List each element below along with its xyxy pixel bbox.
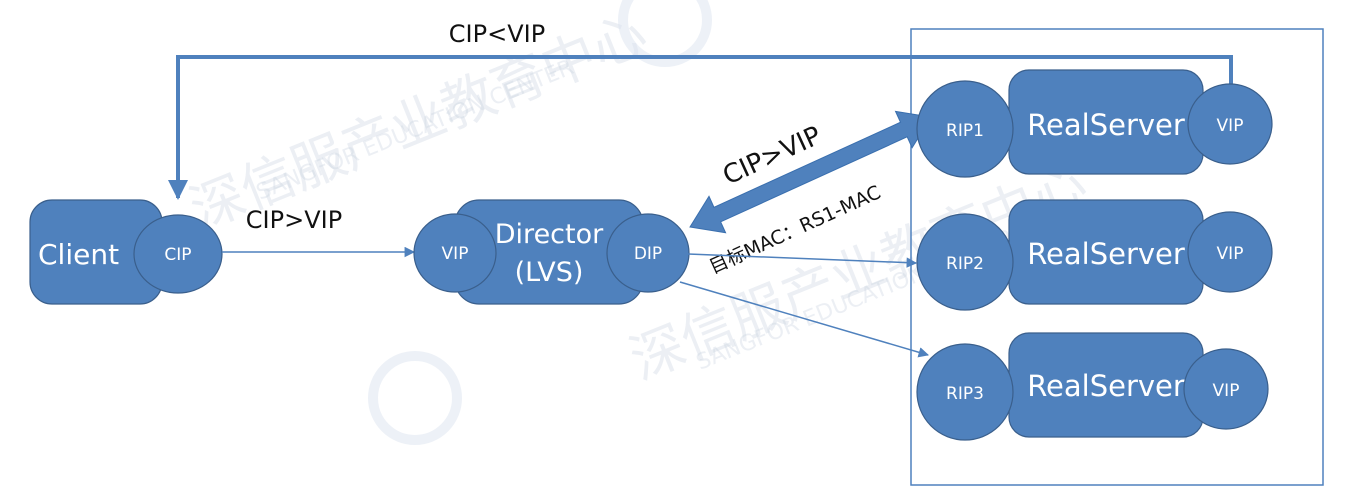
realserver-1-rip-label: RIP1 xyxy=(946,121,984,141)
realserver-2-vip-port[interactable] xyxy=(1187,211,1273,293)
realserver-2-rip-label: RIP2 xyxy=(946,254,984,274)
realserver-cluster-box xyxy=(910,28,1324,486)
director-vip-label: VIP xyxy=(442,244,469,264)
realserver-3-rip-port[interactable] xyxy=(916,343,1014,441)
director-to-rs2-arrow xyxy=(687,253,918,268)
realserver-2-vip-label: VIP xyxy=(1217,244,1244,264)
client-cip-port[interactable] xyxy=(133,214,223,294)
client-to-director-label: CIP>VIP xyxy=(246,206,342,234)
realserver-1-vip-label: VIP xyxy=(1217,116,1244,136)
director-vip-port[interactable] xyxy=(413,213,497,293)
director-node[interactable]: Director (LVS) VIP DIP xyxy=(413,199,690,305)
watermark-logo-icon xyxy=(368,351,462,445)
watermark-text: SANGFOR EDUCATION CENTER xyxy=(253,55,577,205)
return-path-arrow xyxy=(168,55,1233,200)
client-cip-label: CIP xyxy=(164,245,191,265)
director-to-rs3-arrow xyxy=(679,281,930,358)
realserver-3-rip-label: RIP3 xyxy=(946,384,984,404)
director-dip-label: DIP xyxy=(634,244,662,264)
watermark-logo-icon xyxy=(618,0,712,67)
realserver-3-vip-label: VIP xyxy=(1213,381,1240,401)
realserver-2-rip-port[interactable] xyxy=(916,213,1014,311)
return-path-label: CIP<VIP xyxy=(449,20,545,48)
realserver-3-label: RealServer xyxy=(1027,369,1185,403)
realserver-1-label: RealServer xyxy=(1027,108,1185,142)
client-node[interactable]: Client CIP xyxy=(29,199,223,305)
client-label: Client xyxy=(38,238,119,271)
director-label-line1: Director xyxy=(495,219,604,250)
realserver-1-vip-port[interactable] xyxy=(1187,83,1273,165)
realserver-1-node[interactable]: RealServer RIP1 VIP xyxy=(916,69,1273,178)
realserver-3-node[interactable]: RealServer RIP3 VIP xyxy=(916,332,1269,441)
realserver-3-vip-port[interactable] xyxy=(1183,348,1269,430)
director-label-line2: (LVS) xyxy=(515,257,584,288)
realserver-1-rip-port[interactable] xyxy=(916,80,1014,178)
realserver-2-node[interactable]: RealServer RIP2 VIP xyxy=(916,199,1273,311)
director-dip-port[interactable] xyxy=(606,213,690,293)
realserver-2-label: RealServer xyxy=(1027,237,1185,271)
